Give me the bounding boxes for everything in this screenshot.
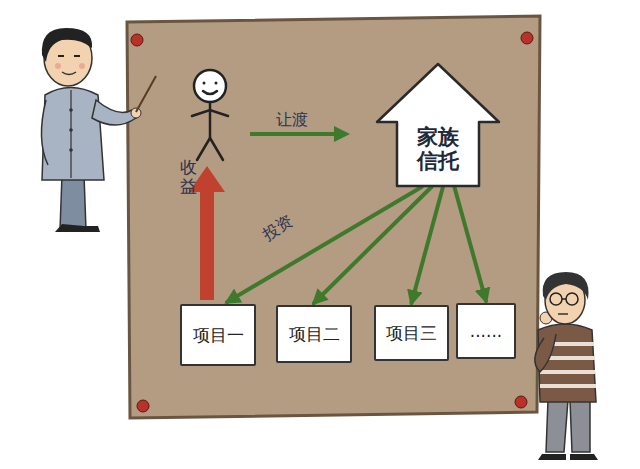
teacher-figure	[92, 100, 136, 125]
teacher-figure	[69, 108, 73, 112]
teacher-figure	[60, 175, 86, 230]
teacher-figure	[70, 90, 71, 178]
listener-figure	[543, 272, 589, 300]
board	[127, 16, 540, 418]
project-label: 项目二	[283, 323, 346, 346]
invest-arrow	[412, 187, 443, 303]
invest-arrow	[454, 187, 486, 301]
teacher-figure	[69, 128, 73, 132]
teacher-figure	[136, 76, 156, 112]
pin	[137, 400, 149, 412]
listener-figure	[566, 293, 578, 305]
trust-house: 家族 信托	[375, 62, 501, 188]
stick-figure	[209, 102, 212, 138]
teacher-figure	[69, 148, 73, 152]
listener-figure	[562, 298, 566, 300]
house-outline	[377, 64, 499, 186]
project-label: 项目一	[187, 324, 250, 347]
teacher-figure	[79, 63, 85, 69]
income-label: 收益	[180, 158, 197, 195]
listener-figure	[535, 334, 556, 372]
trust-label: 家族 信托	[375, 125, 501, 173]
listener-figure	[535, 272, 598, 460]
teacher-figure	[42, 28, 92, 62]
transfer-label: 让渡	[276, 110, 308, 131]
pin	[131, 34, 143, 46]
stick-figure	[192, 110, 228, 116]
teacher-figure	[55, 224, 100, 232]
teacher-figure	[41, 100, 48, 165]
listener-figure	[538, 454, 598, 460]
project-box: 项目三	[374, 305, 449, 361]
pin	[131, 32, 533, 412]
stick-figure	[215, 82, 218, 85]
stick-figure	[197, 138, 223, 160]
project-box: 项目二	[276, 305, 352, 363]
transfer-arrow	[334, 126, 350, 142]
listener-figure	[558, 313, 568, 315]
listener-figure	[546, 400, 590, 452]
project-label: ......	[464, 321, 508, 341]
stick-figure	[203, 91, 217, 94]
teacher-figure	[55, 63, 61, 69]
teacher-figure	[131, 108, 141, 118]
income-arrow	[200, 190, 214, 300]
pin	[515, 396, 527, 408]
project-box: 项目一	[180, 304, 256, 366]
pin	[521, 32, 533, 44]
project-box: ......	[456, 303, 516, 359]
stick-figure	[194, 70, 226, 102]
transfer-arrow	[250, 132, 336, 136]
listener-figure	[540, 370, 595, 374]
teacher-figure	[62, 72, 76, 75]
teacher-figure	[41, 28, 156, 232]
stick-figure	[203, 82, 206, 85]
project-label: 项目三	[380, 322, 443, 345]
invest-arrow	[227, 187, 421, 302]
teacher-figure	[58, 55, 80, 57]
listener-figure	[550, 293, 562, 305]
teacher-figure	[42, 88, 104, 181]
invest-arrow	[314, 187, 431, 303]
listener-figure	[540, 384, 596, 388]
stick-figure	[192, 70, 228, 160]
board	[127, 16, 540, 418]
